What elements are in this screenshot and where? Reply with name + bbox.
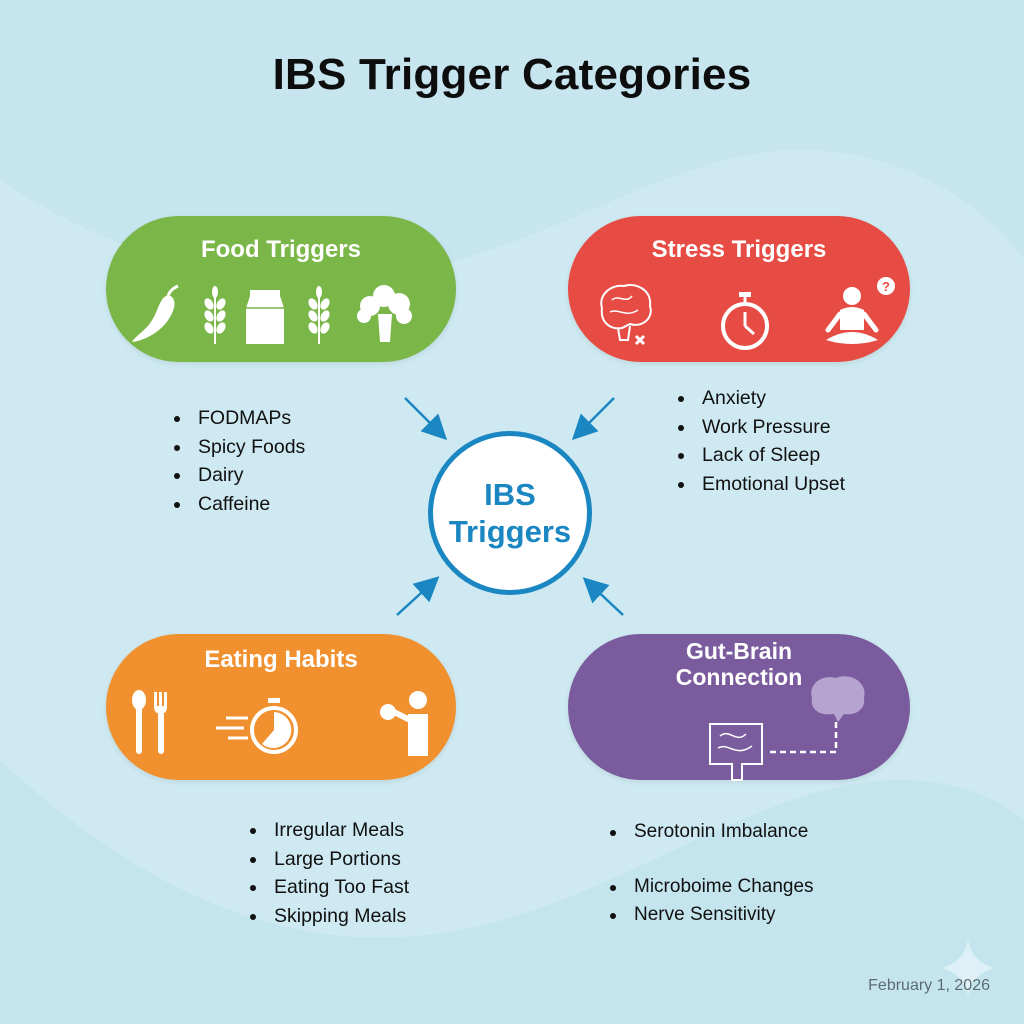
- gut-brain-title-line2: Connection: [675, 664, 803, 691]
- list-item: Emotional Upset: [676, 470, 845, 499]
- list-item: Caffeine: [172, 490, 305, 519]
- eating-habits-card: Eating Habits: [106, 634, 456, 780]
- wheat-icon: [308, 286, 330, 344]
- gut-brain-title-line1: Gut-Brain: [685, 638, 793, 664]
- chili-pepper-icon: [132, 284, 179, 342]
- list-item: Skipping Meals: [248, 902, 409, 931]
- eating-habits-title: Eating Habits: [204, 646, 358, 673]
- svg-text:?: ?: [882, 279, 890, 294]
- list-item: Work Pressure: [676, 413, 845, 442]
- fast-stopwatch-icon: [216, 698, 298, 754]
- stress-triggers-list: Anxiety Work Pressure Lack of Sleep Emot…: [676, 384, 845, 498]
- person-eating-fast-icon: [380, 691, 428, 756]
- brain-icon: [600, 284, 652, 346]
- list-item: Irregular Meals: [248, 816, 409, 845]
- gut-brain-title: Gut-Brain Connection: [568, 638, 910, 691]
- gut-brain-link-line: [770, 718, 838, 754]
- milk-carton-icon: [246, 290, 284, 344]
- brain-icon: [811, 676, 865, 722]
- eating-habits-list: Irregular Meals Large Portions Eating To…: [248, 816, 409, 930]
- list-item: Serotonin Imbalance: [608, 818, 814, 847]
- gut-brain-list: Serotonin Imbalance Microboime Changes N…: [608, 818, 814, 930]
- broccoli-icon: [357, 285, 412, 342]
- gut-brain-connection-card: Gut-Brain Connection: [568, 634, 910, 781]
- meditating-person-question-icon: ?: [825, 277, 895, 344]
- list-item: Dairy: [172, 461, 305, 490]
- list-item: Eating Too Fast: [248, 873, 409, 902]
- intestine-icon: [709, 723, 763, 781]
- list-item: FODMAPs: [172, 404, 305, 433]
- food-triggers-list: FODMAPs Spicy Foods Dairy Caffeine: [172, 404, 305, 518]
- sparkle-icon: [942, 940, 994, 996]
- food-triggers-title: Food Triggers: [200, 236, 361, 263]
- list-item: Anxiety: [676, 384, 845, 413]
- spoon-fork-icon: [132, 690, 167, 754]
- hub-line1: IBS: [484, 476, 536, 512]
- ibs-triggers-hub: IBS Triggers: [428, 431, 592, 595]
- wheat-icon: [204, 286, 226, 344]
- list-item: Microboime Changes: [608, 873, 814, 902]
- date-label: February 1, 2026: [868, 977, 990, 994]
- list-item: Nerve Sensitivity: [608, 901, 814, 930]
- list-item: Lack of Sleep: [676, 441, 845, 470]
- food-triggers-card: Food Triggers: [106, 216, 456, 362]
- page-title: IBS Trigger Categories: [272, 50, 752, 99]
- stopwatch-icon: [721, 292, 769, 350]
- list-item: Large Portions: [248, 845, 409, 874]
- list-item: Spicy Foods: [172, 433, 305, 462]
- hub-line2: Triggers: [448, 514, 572, 549]
- stress-triggers-title: Stress Triggers: [651, 236, 827, 263]
- stress-triggers-card: Stress Triggers ?: [568, 216, 910, 362]
